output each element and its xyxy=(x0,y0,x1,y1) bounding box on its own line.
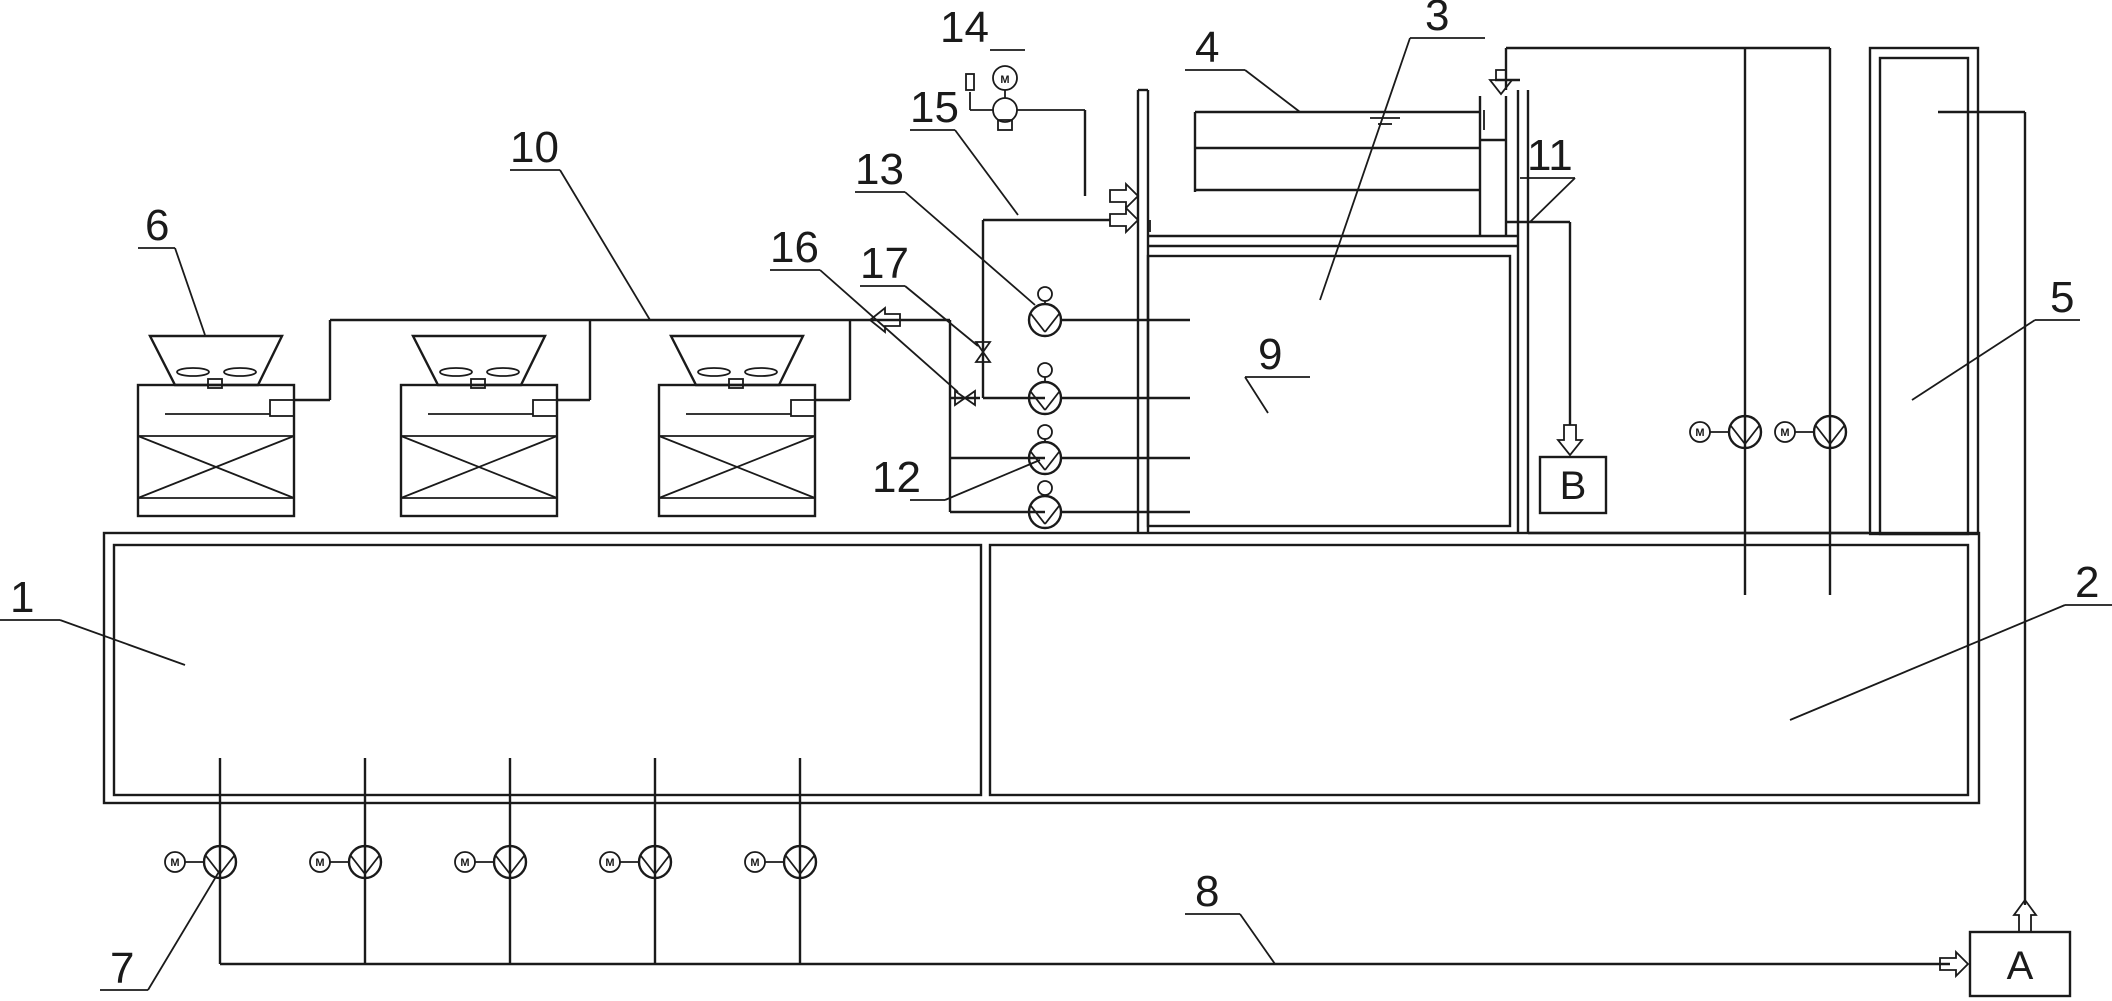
label-5: 5 xyxy=(2050,273,2074,322)
pump-motors xyxy=(1037,286,1053,496)
label-4: 4 xyxy=(1195,23,1219,72)
label-10: 10 xyxy=(510,123,559,172)
tank-2 xyxy=(988,543,1970,797)
label-12: 12 xyxy=(872,453,921,502)
svg-text:M: M xyxy=(170,857,179,869)
inlet-arrow-top xyxy=(1488,69,1520,96)
tank-4-trays xyxy=(1193,96,1508,236)
cooling-tower-3 xyxy=(657,334,817,518)
valve-16 xyxy=(954,389,976,407)
motors-7: M M M M M xyxy=(164,851,784,873)
dosing-unit-14: M xyxy=(965,65,1087,196)
header-pipe-10 xyxy=(294,306,950,402)
svg-text:M: M xyxy=(315,857,324,869)
pump-manifold xyxy=(948,218,1110,514)
label-13: 13 xyxy=(855,145,904,194)
tank-5 xyxy=(1868,46,1980,536)
box-b: B xyxy=(1538,455,1608,515)
svg-text:M: M xyxy=(460,857,469,869)
tank-1 xyxy=(112,543,983,797)
base-tank-frame xyxy=(102,531,1981,805)
label-9: 9 xyxy=(1258,330,1282,379)
svg-text:A: A xyxy=(2007,944,2034,988)
svg-text:B: B xyxy=(1560,464,1587,508)
valve-17 xyxy=(974,341,992,363)
label-3: 3 xyxy=(1425,0,1449,40)
number-labels: 1 2 3 4 5 6 7 8 9 10 11 12 13 14 15 16 1… xyxy=(10,0,2099,993)
pump-suction-lines xyxy=(1061,318,1190,514)
pump-13a xyxy=(1027,302,1063,338)
label-7: 7 xyxy=(110,944,134,993)
label-2: 2 xyxy=(2075,558,2099,607)
svg-text:M: M xyxy=(750,857,759,869)
svg-text:M: M xyxy=(605,857,614,869)
svg-text:M: M xyxy=(1780,427,1789,439)
label-16: 16 xyxy=(770,223,819,272)
cooling-tower-1 xyxy=(136,334,296,518)
label-6: 6 xyxy=(145,201,169,250)
leader-lines xyxy=(0,37,2112,991)
motor-9b: M xyxy=(1774,421,1796,443)
top-right-piping xyxy=(1504,46,2038,933)
cooling-tower-2 xyxy=(399,334,559,518)
label-8: 8 xyxy=(1195,867,1219,916)
label-17: 17 xyxy=(860,239,909,288)
box-a: A xyxy=(1968,930,2072,998)
svg-text:M: M xyxy=(1695,427,1704,439)
line-11-to-b xyxy=(1506,220,1584,457)
label-14: 14 xyxy=(940,3,989,52)
tank-3-structure xyxy=(1136,88,1868,535)
label-15: 15 xyxy=(910,83,959,132)
pump-row-7 xyxy=(218,758,1950,966)
label-11: 11 xyxy=(1527,131,1573,180)
tank4-inlet-arrows xyxy=(1109,183,1151,233)
label-1: 1 xyxy=(10,573,34,622)
motor-9: M xyxy=(1689,421,1711,443)
svg-text:M: M xyxy=(1000,74,1009,86)
